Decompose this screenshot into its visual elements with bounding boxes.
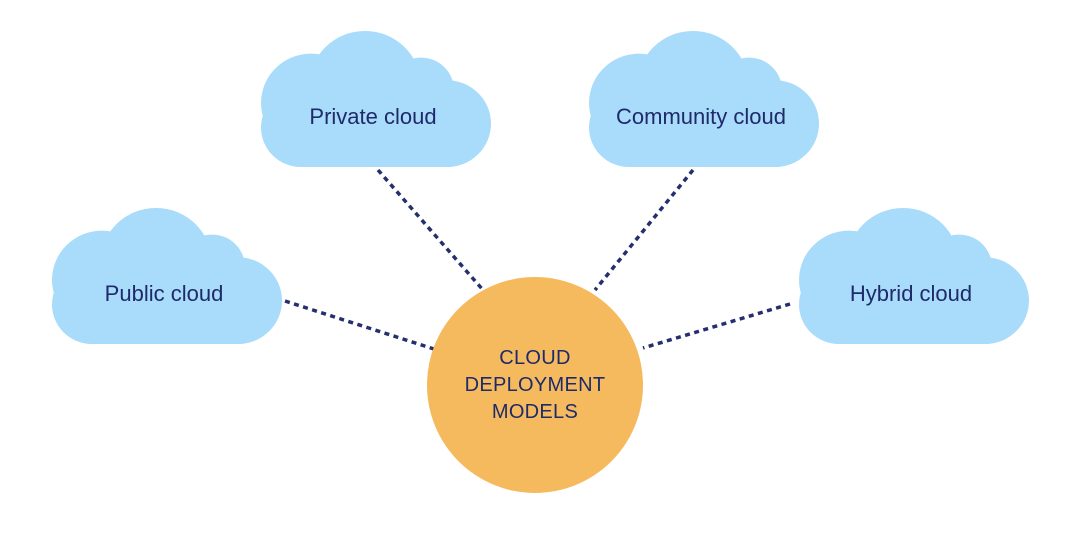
node-public-cloud: Public cloud [44, 206, 284, 344]
connector-public-cloud [284, 299, 438, 352]
cloud-icon [589, 30, 819, 167]
node-private-cloud: Private cloud [253, 29, 493, 167]
cloud-icon [799, 207, 1029, 344]
connector-private-cloud [376, 168, 485, 292]
connector-hybrid-cloud [642, 302, 791, 350]
node-label-public-cloud: Public cloud [104, 281, 224, 307]
node-label-community-cloud: Community cloud [616, 104, 786, 130]
node-label-hybrid-cloud: Hybrid cloud [849, 281, 973, 307]
center-node: CLOUD DEPLOYMENT MODELS [427, 277, 643, 493]
connector-community-cloud [593, 168, 695, 292]
node-hybrid-cloud: Hybrid cloud [791, 206, 1031, 344]
node-label-private-cloud: Private cloud [309, 104, 437, 130]
cloud-icon [261, 30, 491, 167]
cloud-icon [52, 207, 282, 344]
node-community-cloud: Community cloud [581, 29, 821, 167]
center-node-label: CLOUD DEPLOYMENT MODELS [464, 346, 606, 423]
